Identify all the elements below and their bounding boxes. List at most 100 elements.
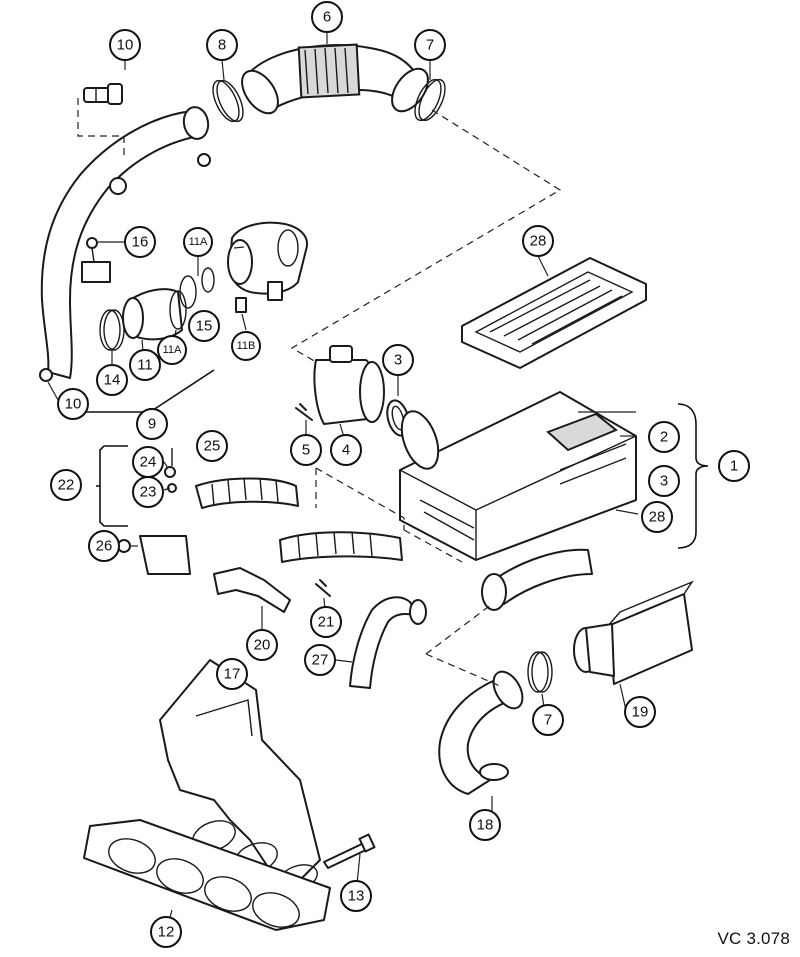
callout-label: 23 bbox=[140, 484, 157, 501]
callout-label: 27 bbox=[312, 652, 329, 669]
callout-16: 12 bbox=[150, 916, 182, 948]
callout-26: 26 bbox=[88, 530, 120, 562]
small-hose-part bbox=[349, 596, 427, 689]
callout-label: 28 bbox=[649, 509, 666, 526]
callout-27: 27 bbox=[304, 644, 336, 676]
callout-label: 18 bbox=[477, 817, 494, 834]
callout-label: 10 bbox=[117, 37, 134, 54]
bracket-1 bbox=[677, 403, 709, 549]
bolt-part-11b bbox=[235, 297, 247, 313]
callout-label: 24 bbox=[140, 454, 157, 471]
vacuum-unit-part-22 bbox=[139, 448, 191, 575]
callout-20: 20 bbox=[246, 629, 278, 661]
callout-13: 15 bbox=[188, 310, 220, 342]
intake-box-part bbox=[573, 580, 694, 685]
callout-label: 10 bbox=[65, 396, 82, 413]
callout-4: 4 bbox=[330, 434, 362, 466]
callout-28-top: 28 bbox=[522, 225, 554, 257]
turbo-connector-hose-part bbox=[122, 288, 187, 341]
callout-label: 17 bbox=[224, 666, 241, 683]
housing-outlet-hose-part bbox=[481, 548, 593, 611]
callout-label: 16 bbox=[132, 234, 149, 251]
callout-22: 22 bbox=[50, 469, 82, 501]
callout-3-right: 3 bbox=[648, 465, 680, 497]
callout-label: 8 bbox=[218, 37, 226, 54]
hose-clamp-part-7-lower bbox=[527, 651, 553, 693]
callout-label: 15 bbox=[196, 318, 213, 335]
callout-11a-bottom: 11A bbox=[157, 335, 187, 365]
callout-label: 12 bbox=[158, 924, 175, 941]
bolt-part-17 bbox=[323, 833, 376, 869]
callout-9: 9 bbox=[136, 408, 168, 440]
manifold-gasket-part bbox=[83, 819, 331, 931]
callout-label: 28 bbox=[530, 233, 547, 250]
callout-5: 5 bbox=[290, 434, 322, 466]
callout-7-top: 7 bbox=[414, 29, 446, 61]
callout-11b: 11B bbox=[231, 331, 261, 361]
callout-11: 11 bbox=[129, 349, 161, 381]
turbocharger-part bbox=[227, 221, 308, 301]
callout-14: 16 bbox=[124, 226, 156, 258]
callout-7-bottom: 7 bbox=[532, 704, 564, 736]
bracket-part-14 bbox=[81, 237, 111, 283]
bolt-part-5 bbox=[295, 403, 313, 421]
callout-label: 25 bbox=[204, 438, 221, 455]
callout-label: 19 bbox=[632, 704, 649, 721]
callout-18: 18 bbox=[469, 809, 501, 841]
callout-10-top: 10 bbox=[109, 29, 141, 61]
callout-label: 11 bbox=[137, 357, 153, 374]
callout-28-right: 28 bbox=[641, 501, 673, 533]
callout-1: 1 bbox=[718, 450, 750, 482]
callout-3-top: 3 bbox=[382, 344, 414, 376]
air-mass-meter-part bbox=[313, 345, 385, 425]
callout-label: 3 bbox=[394, 352, 402, 369]
hose-clamp-part-11a bbox=[179, 267, 215, 309]
callout-2: 2 bbox=[648, 421, 680, 453]
pipe-part-20 bbox=[213, 567, 291, 613]
callout-label: 20 bbox=[254, 637, 271, 654]
callout-label: 9 bbox=[148, 416, 156, 433]
callout-17: 13 bbox=[340, 880, 372, 912]
callout-label: 26 bbox=[96, 538, 113, 555]
lower-hose-part bbox=[438, 670, 524, 795]
figure-code: VC 3.078 bbox=[717, 929, 790, 948]
callout-19: 19 bbox=[624, 696, 656, 728]
callout-10-bottom: 10 bbox=[57, 388, 89, 420]
bracket-22 bbox=[96, 445, 128, 527]
callout-11a-top: 11A bbox=[183, 227, 213, 257]
hose-clamp-part-7-upper bbox=[414, 78, 446, 122]
callout-label: 13 bbox=[348, 888, 365, 905]
charge-air-hose-part bbox=[39, 106, 211, 382]
callouts: 6 10 8 7 16 11A 28 15 11B 11A 3 11 14 10… bbox=[50, 1, 750, 948]
callout-label: 5 bbox=[302, 442, 310, 459]
breather-hose-part-25 bbox=[195, 477, 299, 509]
callout-label: 3 bbox=[660, 473, 668, 490]
sensor-part bbox=[83, 83, 123, 105]
callout-label: 2 bbox=[660, 429, 668, 446]
upper-intake-duct-part bbox=[241, 43, 429, 115]
callout-label: 1 bbox=[730, 458, 738, 475]
callout-label: 22 bbox=[58, 477, 75, 494]
callout-6: 6 bbox=[311, 1, 343, 33]
callout-label: 4 bbox=[342, 442, 350, 459]
callout-label: 11B bbox=[237, 340, 256, 352]
callout-8: 8 bbox=[206, 29, 238, 61]
callout-23: 23 bbox=[132, 476, 164, 508]
callout-12: 14 bbox=[96, 364, 128, 396]
callout-label: 21 bbox=[318, 614, 335, 631]
corrugated-hose-part bbox=[279, 531, 403, 563]
callout-label: 7 bbox=[426, 37, 434, 54]
air-filter-top-part bbox=[461, 257, 647, 369]
bolt-part-21 bbox=[315, 579, 331, 597]
callout-25: 25 bbox=[196, 430, 228, 462]
callout-24: 24 bbox=[132, 446, 164, 478]
callout-label: 6 bbox=[323, 9, 331, 26]
callout-label: 7 bbox=[544, 712, 552, 729]
callout-21: 21 bbox=[310, 606, 342, 638]
hose-clamp-part-12 bbox=[99, 309, 125, 351]
callout-label: 11A bbox=[189, 236, 208, 248]
callout-15: 17 bbox=[216, 658, 248, 690]
hose-clamp-part-8 bbox=[212, 79, 244, 123]
air-filter-housing-part bbox=[399, 391, 637, 561]
